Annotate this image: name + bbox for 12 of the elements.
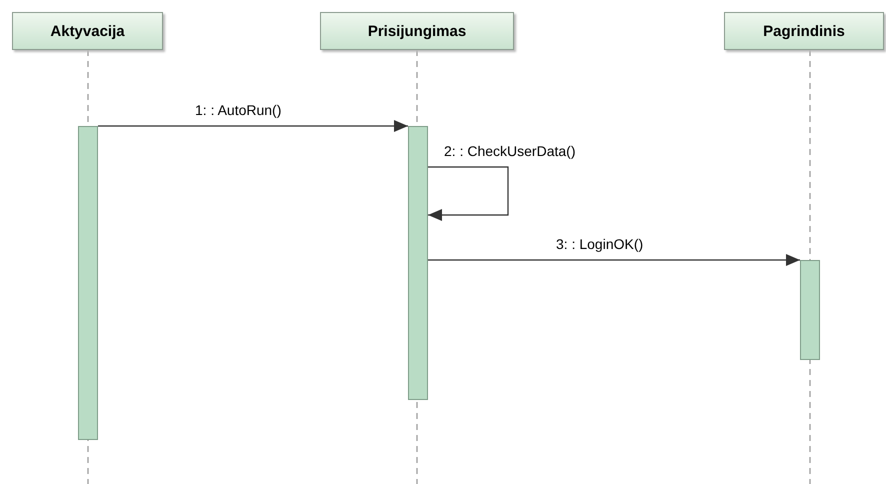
message-arrow <box>98 120 408 132</box>
message-arrow <box>428 254 800 266</box>
activation-bar <box>408 126 428 400</box>
lifeline-header: Pagrindinis <box>724 12 884 50</box>
message-label: 3: : LoginOK() <box>554 236 646 252</box>
activation-bar <box>78 126 98 440</box>
message-label: 2: : CheckUserData() <box>442 143 578 159</box>
activation-bar <box>800 260 820 360</box>
lifeline-header: Prisijungimas <box>320 12 514 50</box>
lifeline-header: Aktyvacija <box>12 12 163 50</box>
message-label: 1: : AutoRun() <box>193 102 284 118</box>
message-arrow <box>428 166 509 221</box>
